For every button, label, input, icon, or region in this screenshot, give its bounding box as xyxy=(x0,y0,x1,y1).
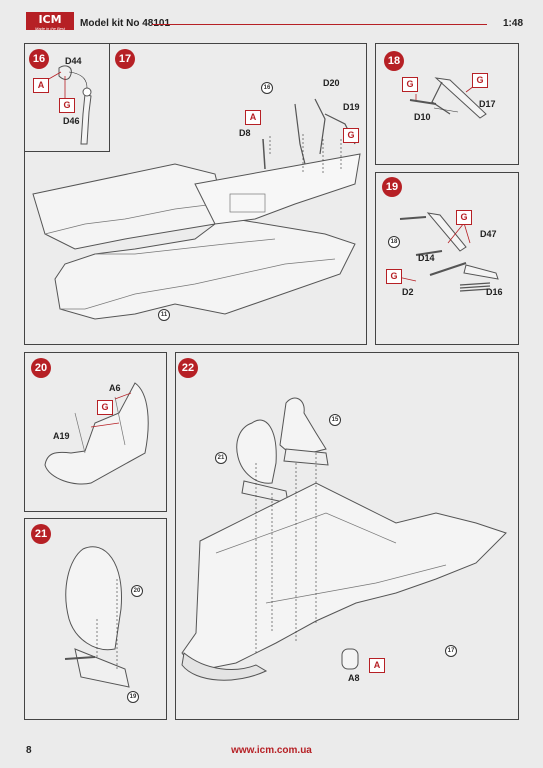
ref-step-19-circle: 19 xyxy=(127,691,139,703)
panel-step-19: 19 G D47 18 D14 G D2 D16 xyxy=(375,172,519,345)
ref-step-20-circle: 20 xyxy=(131,585,143,597)
part-a19-label: A19 xyxy=(53,431,70,441)
step-19-badge: 19 xyxy=(382,177,402,197)
panel-step-17: 16 D44 A G D46 17 16 D20 D19 A D8 G 11 xyxy=(24,43,367,345)
panel-step-21: 21 20 19 xyxy=(24,518,167,720)
ref-step-21-circle: 21 xyxy=(215,452,227,464)
step-18-badge: 18 xyxy=(384,51,404,71)
part-d8-label: D8 xyxy=(239,128,251,138)
callout-g-box: G xyxy=(59,98,75,113)
step-22-badge: 22 xyxy=(178,358,198,378)
step-21-drawing xyxy=(64,546,130,688)
logo-tagline: Made in the Best xyxy=(34,26,66,31)
callout-a-box: A xyxy=(245,110,261,125)
ref-step-18-circle: 18 xyxy=(388,236,400,248)
callout-g-box: G xyxy=(343,128,359,143)
step-16-badge: 16 xyxy=(29,49,49,69)
part-d14-label: D14 xyxy=(418,253,435,263)
part-d2-label: D2 xyxy=(402,287,414,297)
step-19-drawing xyxy=(397,212,499,292)
ref-step-16-circle: 16 xyxy=(261,82,273,94)
part-a6-label: A6 xyxy=(109,383,121,393)
part-d16-label: D16 xyxy=(486,287,503,297)
header-divider xyxy=(152,24,487,25)
part-d20-label: D20 xyxy=(323,78,340,88)
step-21-badge: 21 xyxy=(31,524,51,544)
step-17-badge: 17 xyxy=(115,49,135,69)
callout-a-box: A xyxy=(33,78,49,93)
callout-a-box: A xyxy=(369,658,385,673)
callout-g-box: G xyxy=(402,77,418,92)
panel-step-16: 16 D44 A G D46 xyxy=(25,44,110,152)
step-16-drawing xyxy=(46,65,92,145)
website-link[interactable]: www.icm.com.ua xyxy=(231,745,312,756)
step-22-drawing xyxy=(181,397,507,681)
page-header: ICM Made in the Best Model kit No 48101 … xyxy=(0,0,543,34)
part-d46-label: D46 xyxy=(63,116,80,126)
part-d44-label: D44 xyxy=(65,56,82,66)
part-a8-label: A8 xyxy=(348,673,360,683)
callout-g-box: G xyxy=(472,73,488,88)
scale-label: 1:48 xyxy=(502,18,523,29)
step-20-drawing xyxy=(44,382,149,485)
callout-g-box: G xyxy=(97,400,113,415)
icm-logo: ICM xyxy=(26,12,74,30)
floor-assembly-drawing xyxy=(32,98,361,320)
ref-step-15-circle: 15 xyxy=(329,414,341,426)
step-20-badge: 20 xyxy=(31,358,51,378)
panel-step-20: 20 A6 G A19 xyxy=(24,352,167,512)
panel-step-22: 22 15 21 A A8 17 xyxy=(175,352,519,720)
ref-step-11-circle: 11 xyxy=(158,309,170,321)
step-18-drawing xyxy=(409,77,487,119)
panel-step-18: 18 G G D17 D10 xyxy=(375,43,519,165)
kit-title: Model kit No 48101 xyxy=(80,18,171,29)
part-d47-label: D47 xyxy=(480,229,497,239)
callout-g-box: G xyxy=(456,210,472,225)
part-d19-label: D19 xyxy=(343,102,360,112)
part-d17-label: D17 xyxy=(479,99,496,109)
callout-g-box: G xyxy=(386,269,402,284)
part-d10-label: D10 xyxy=(414,112,431,122)
page-number: 8 xyxy=(26,745,32,756)
ref-step-17-circle: 17 xyxy=(445,645,457,657)
